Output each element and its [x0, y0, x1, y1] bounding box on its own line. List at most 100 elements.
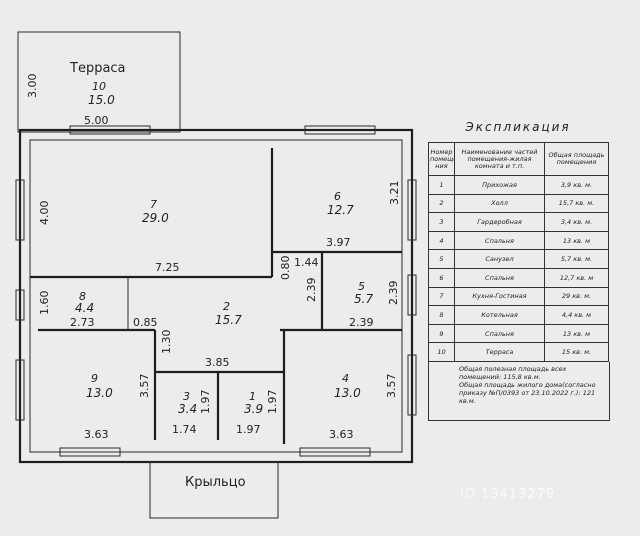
header-name: Наименование частей помещения-жилая комн…: [454, 142, 545, 176]
dimension: 3.57: [138, 374, 151, 399]
dimension: 2.73: [70, 316, 95, 329]
porch-outline: [149, 461, 279, 519]
explication-notes: Общая полезная площадь всех помещений: 1…: [428, 361, 610, 421]
room-labels: 10 15.0 7 29.0 6 12.7 8 4.4 2 15.7 5 5.7…: [75, 80, 373, 416]
dimension: 3.00: [26, 74, 39, 99]
header-area: Общая площадь помещения: [544, 142, 609, 176]
note-total-area: Общая площадь жилого дома(согласно прика…: [459, 380, 596, 405]
cell-number: 4: [428, 230, 455, 251]
cell-area: 3,4 кв. м.: [544, 212, 609, 232]
room-area: 15.0: [88, 93, 115, 107]
floor-plan: Терраса Крыльцо 10 15.0 7 29.0 6 12.7 8 …: [15, 31, 417, 519]
cell-name: Холл: [454, 193, 545, 214]
room-area: 13.0: [86, 386, 113, 400]
dimension: 2.39: [387, 281, 400, 306]
room-num: 7: [150, 198, 157, 211]
dimension: 5.00: [84, 114, 109, 127]
cell-number: 3: [428, 212, 455, 232]
interior-walls: [30, 148, 402, 444]
cell-name: Спальня: [454, 267, 545, 288]
dimension: 3.57: [385, 374, 398, 399]
cell-number: 6: [428, 267, 455, 288]
cell-area: 12,7 кв. м: [544, 267, 609, 288]
cell-number: 1: [428, 175, 455, 195]
cell-name: Спальня: [454, 323, 545, 344]
room-area: 12.7: [327, 203, 354, 217]
cell-number: 8: [428, 305, 455, 325]
cell-name: Гардеробная: [454, 212, 545, 232]
room-num: 3: [183, 390, 190, 403]
cell-area: 29 кв. м.: [544, 286, 609, 307]
dimension: 3.63: [329, 428, 354, 441]
dimension: 3.21: [388, 181, 401, 206]
room-num: 8: [79, 290, 86, 303]
cell-number: 5: [428, 249, 455, 269]
dimension: 1.97: [266, 390, 279, 415]
dimension: 1.30: [160, 330, 173, 355]
cell-number: 10: [428, 342, 455, 362]
cell-area: 15 кв. м.: [544, 342, 609, 362]
room-area: 13.0: [334, 386, 361, 400]
explication-title: Экспликация: [465, 120, 571, 134]
cell-name: Спальня: [454, 230, 545, 251]
header-number: Номер помеще-ния: [428, 142, 455, 176]
windows: [15, 125, 417, 457]
room-num: 10: [92, 80, 106, 93]
dimension: 3.85: [205, 356, 230, 369]
table-header-row: Номер помеще-ния Наименование частей пом…: [428, 142, 609, 176]
cell-area: 15,7 кв. м.: [544, 193, 609, 214]
room-area: 3.9: [244, 402, 263, 416]
room-num: 6: [334, 190, 341, 203]
cell-name: Кухня-Гостиная: [454, 286, 545, 307]
cell-name: Прихожая: [454, 175, 545, 195]
cell-name: Котельная: [454, 305, 545, 325]
room-num: 2: [223, 300, 230, 313]
terrace-label: Терраса: [69, 61, 126, 76]
room-area: 29.0: [142, 211, 169, 225]
cell-area: 3,9 кв. м.: [544, 175, 609, 195]
terrace-outline: [17, 31, 181, 133]
dimension-labels: 3.00 5.00 4.00 3.21 3.97 7.25 0.80 1.44 …: [26, 74, 401, 442]
dimension: 1.97: [236, 423, 261, 436]
porch-label: Крыльцо: [185, 475, 246, 490]
dimension: 4.00: [38, 201, 51, 226]
dimension: 7.25: [155, 261, 180, 274]
dimension: 1.44: [294, 256, 319, 269]
dimension: 2.39: [305, 278, 318, 303]
cell-area: 13 кв. м: [544, 230, 609, 251]
dimension: 1.60: [38, 291, 51, 316]
dimension: 0.80: [279, 256, 292, 281]
note-useful-area: Общая полезная площадь всех помещений: 1…: [459, 364, 567, 381]
room-area: 4.4: [75, 301, 94, 315]
dimension: 2.39: [349, 316, 374, 329]
room-num: 9: [91, 372, 98, 385]
dimension: 1.74: [172, 423, 197, 436]
cell-number: 7: [428, 286, 455, 307]
dimension: 1.97: [199, 390, 212, 415]
cell-number: 9: [428, 323, 455, 344]
room-num: 1: [249, 390, 256, 403]
watermark: ID 13413279: [460, 487, 556, 502]
room-area: 15.7: [215, 313, 242, 327]
cell-number: 2: [428, 193, 455, 214]
dimension: 3.63: [84, 428, 109, 441]
room-num: 5: [358, 280, 365, 293]
room-num: 4: [342, 372, 349, 385]
cell-name: Терраса: [454, 342, 545, 362]
cell-area: 4,4 кв. м: [544, 305, 609, 325]
room-area: 5.7: [354, 292, 373, 306]
dimension: 0.85: [133, 316, 158, 329]
explication-panel: Экспликация Номер помеще-ния Наименовани…: [428, 120, 610, 421]
house-inner-wall: [29, 139, 403, 453]
cell-name: Санузел: [454, 249, 545, 269]
